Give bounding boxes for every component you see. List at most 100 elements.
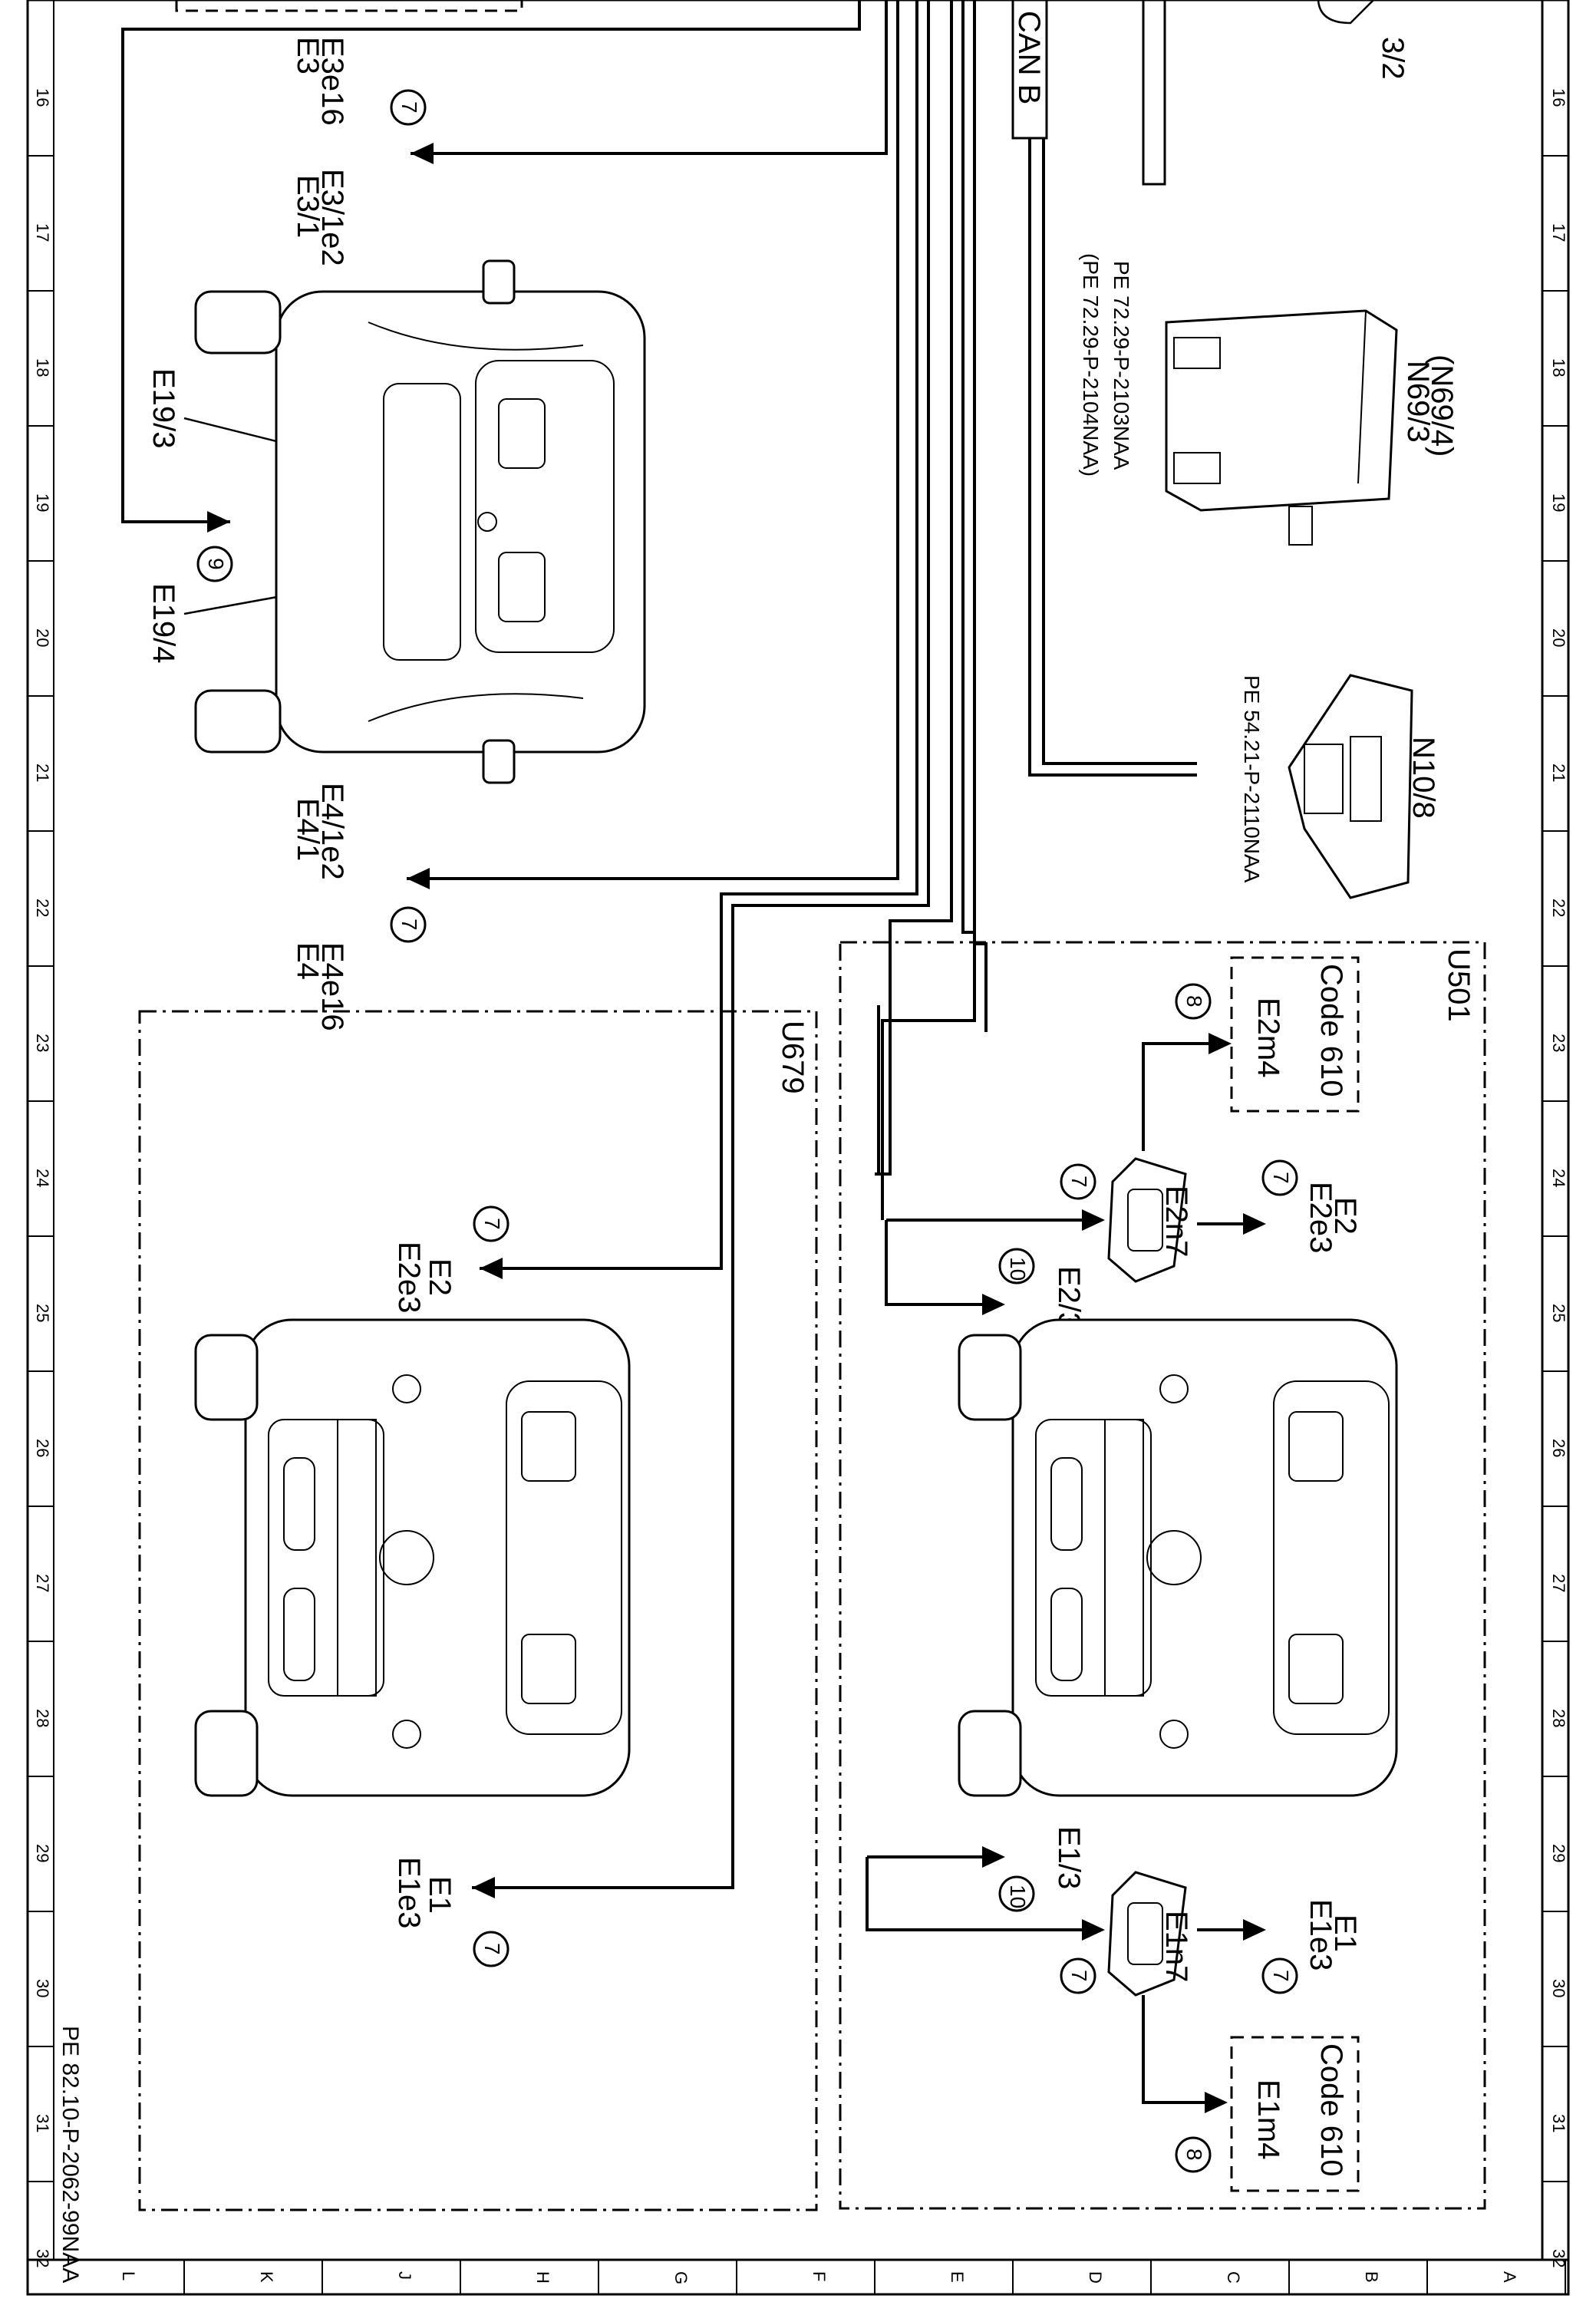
- footer-reference: PE 82.10-P-2062-99NAA: [58, 2026, 83, 2283]
- grid-number: 31: [33, 2114, 52, 2132]
- label-e3: E3: [291, 37, 325, 74]
- grid-number: 28: [1549, 1709, 1568, 1727]
- svg-text:7: 7: [1269, 1172, 1293, 1184]
- grid-number: 16: [1549, 88, 1568, 107]
- module-n10-8: [1288, 674, 1413, 899]
- pe-ref-2: (PE 72.29-P-2104NAA): [1079, 253, 1103, 477]
- label-e2: E2: [1328, 1197, 1362, 1235]
- pe-ref-1: PE 72.29-P-2103NAA: [1110, 261, 1133, 470]
- grid-number: 28: [33, 1709, 52, 1727]
- grid-number: 21: [1549, 763, 1568, 782]
- u679-label-e2: E2: [423, 1258, 457, 1296]
- callout-circle: [998, 1875, 1035, 1912]
- callout-circle: [473, 1205, 509, 1242]
- label-n69-3: N69/3: [1401, 361, 1435, 443]
- label-e2e3: E2e3: [1304, 1182, 1337, 1253]
- svg-text:7: 7: [1067, 1176, 1091, 1188]
- label-e2m4: E2m4: [1251, 998, 1285, 1078]
- label-n10-8: N10/8: [1406, 737, 1440, 819]
- label-e3-1e2: E3/1e2: [315, 169, 349, 266]
- label-e19-4: E19/4: [147, 583, 180, 664]
- label-e1n7: E1n7: [1159, 1911, 1193, 1982]
- svg-text:9: 9: [204, 558, 228, 570]
- label-e1e3: E1e3: [1304, 1899, 1337, 1971]
- grid-letter: B: [1362, 2271, 1381, 2283]
- grid-number: 27: [1549, 1574, 1568, 1592]
- callout-circle: [473, 1931, 509, 1967]
- label-e4-1e2: E4/1e2: [315, 783, 349, 880]
- svg-text:7: 7: [397, 101, 421, 114]
- grid-number: 18: [33, 358, 52, 377]
- label-e2n7: E2n7: [1159, 1186, 1193, 1257]
- vehicle-front-view-right: [958, 1318, 1398, 1797]
- grid-number: 19: [1549, 493, 1568, 512]
- grid-letter: D: [1086, 2271, 1105, 2284]
- grid-letter: C: [1224, 2271, 1243, 2284]
- module-n69-3: [1165, 309, 1398, 546]
- u679-frame: [138, 1010, 818, 2211]
- grid-letter: L: [119, 2271, 138, 2281]
- grid-number: 20: [33, 628, 52, 647]
- callout-circle: [1175, 2136, 1212, 2173]
- label-code-610-1: Code 610: [1314, 964, 1348, 1097]
- label-e1m4: E1m4: [1251, 2079, 1285, 2160]
- grid-number: 30: [33, 1979, 52, 1997]
- label-u679: U679: [776, 1021, 810, 1094]
- u679-label-e2e3: E2e3: [392, 1242, 426, 1313]
- callout-circle: [1261, 1159, 1298, 1196]
- grid-number: 25: [1549, 1304, 1568, 1322]
- grid-letter: K: [257, 2271, 276, 2283]
- label-e19-3: E19/3: [147, 368, 180, 449]
- label-u501: U501: [1442, 948, 1476, 1022]
- callout-circle: [1261, 1957, 1298, 1994]
- u679-label-e1: E1: [423, 1876, 457, 1914]
- label-e1-3: E1/3: [1052, 1826, 1086, 1889]
- grid-number: 30: [1549, 1979, 1568, 1997]
- callout-circle: [1060, 1957, 1096, 1994]
- grid-number: 25: [33, 1304, 52, 1322]
- label-e3e16: E3e16: [315, 37, 349, 126]
- grid-letter: A: [1500, 2271, 1519, 2283]
- code-box-2: [1230, 2036, 1360, 2192]
- grid-number: 32: [33, 2249, 52, 2267]
- label-e1: E1: [1328, 1914, 1362, 1952]
- code-box-1: [1230, 956, 1360, 1113]
- grid-number: 24: [33, 1169, 52, 1187]
- label-n69-4: (N69/4): [1425, 355, 1459, 457]
- svg-text:7: 7: [480, 1218, 504, 1230]
- grid-number: 21: [33, 763, 52, 782]
- label-e4: E4: [291, 942, 325, 980]
- callout-circle: [1175, 983, 1212, 1020]
- grid-letter: E: [948, 2271, 967, 2283]
- grid-number: 22: [33, 899, 52, 917]
- vehicle-rear-view: [194, 259, 646, 784]
- pe-ref-3: PE 54.21-P-2110NAA: [1240, 675, 1264, 883]
- grid-letter: F: [810, 2271, 829, 2281]
- grid-letter: H: [533, 2271, 552, 2284]
- vehicle-front-view-left: [194, 1318, 631, 1797]
- grid-number: 26: [1549, 1439, 1568, 1457]
- grid-number: 19: [33, 493, 52, 512]
- label-e3-1: E3/1: [291, 175, 325, 238]
- grid-letter: G: [671, 2271, 691, 2284]
- svg-text:10: 10: [1006, 1885, 1030, 1908]
- wire-bundle: [407, 0, 988, 1889]
- label-e4-1: E4/1: [291, 798, 325, 861]
- callout-circle: [390, 89, 427, 126]
- grid-number: 16: [33, 88, 52, 107]
- grid-number: 20: [1549, 628, 1568, 647]
- svg-text:8: 8: [1182, 2149, 1206, 2161]
- grid-number: 22: [1549, 899, 1568, 917]
- svg-text:7: 7: [1269, 1970, 1293, 1982]
- u679-label-e1e3: E1e3: [392, 1857, 426, 1928]
- callout-circle: [390, 906, 427, 943]
- grid-number: 24: [1549, 1169, 1568, 1187]
- grid-letter: J: [395, 2271, 414, 2280]
- svg-text:8: 8: [1182, 995, 1206, 1008]
- u501-frame: [839, 941, 1486, 2210]
- grid-number: 17: [33, 223, 52, 242]
